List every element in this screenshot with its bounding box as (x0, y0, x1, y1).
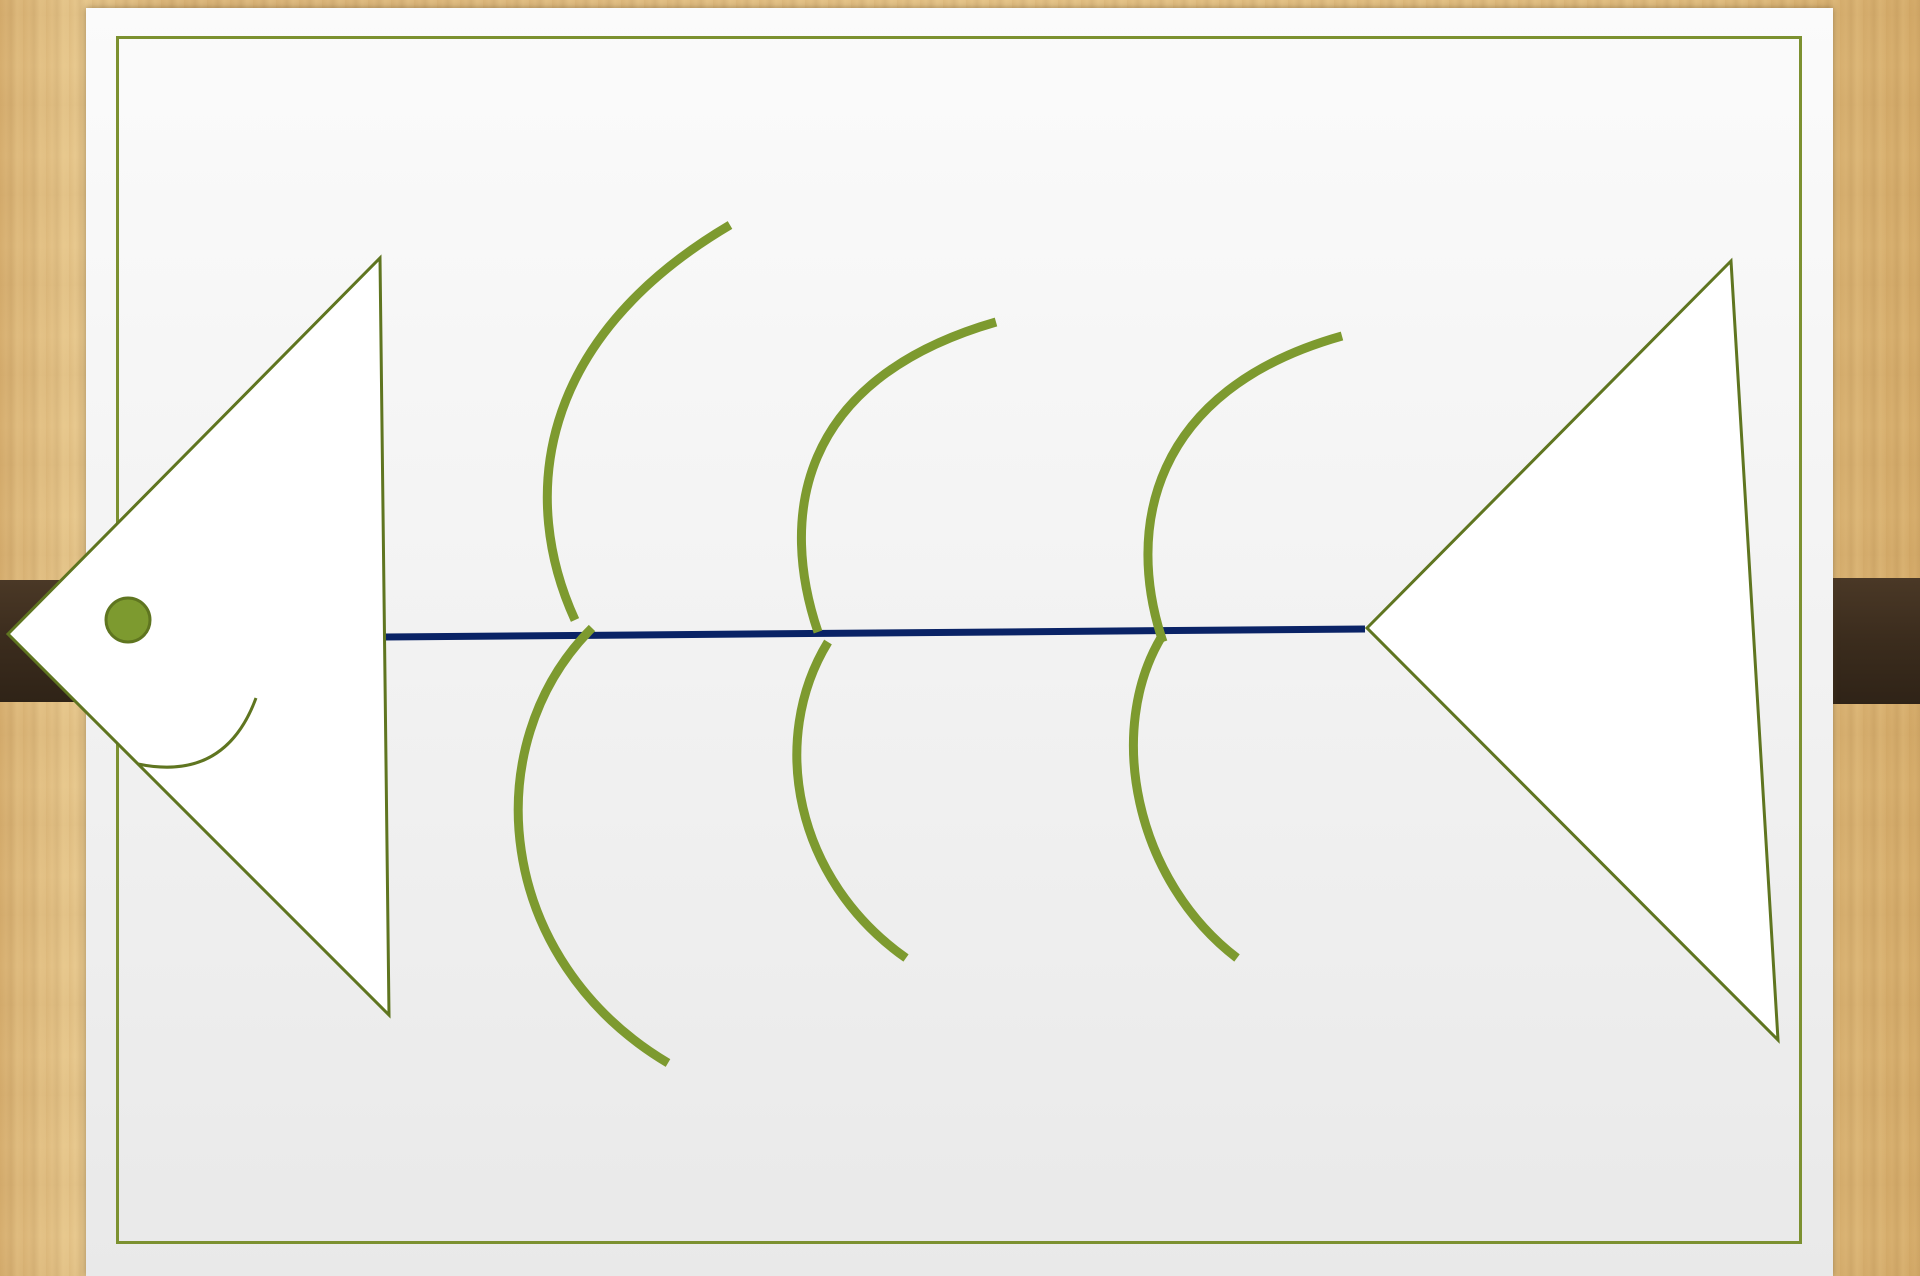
fish-head[interactable] (8, 258, 389, 1015)
bone-upper-2[interactable] (801, 322, 996, 632)
bone-lower-2[interactable] (797, 642, 906, 958)
fish-tail[interactable] (1367, 261, 1778, 1040)
bone-upper-1[interactable] (547, 225, 730, 620)
bone-lower-1[interactable] (518, 628, 668, 1063)
spine (385, 629, 1365, 637)
bone-lower-3[interactable] (1133, 636, 1237, 958)
fish-eye (106, 598, 150, 642)
bone-upper-3[interactable] (1148, 336, 1342, 642)
